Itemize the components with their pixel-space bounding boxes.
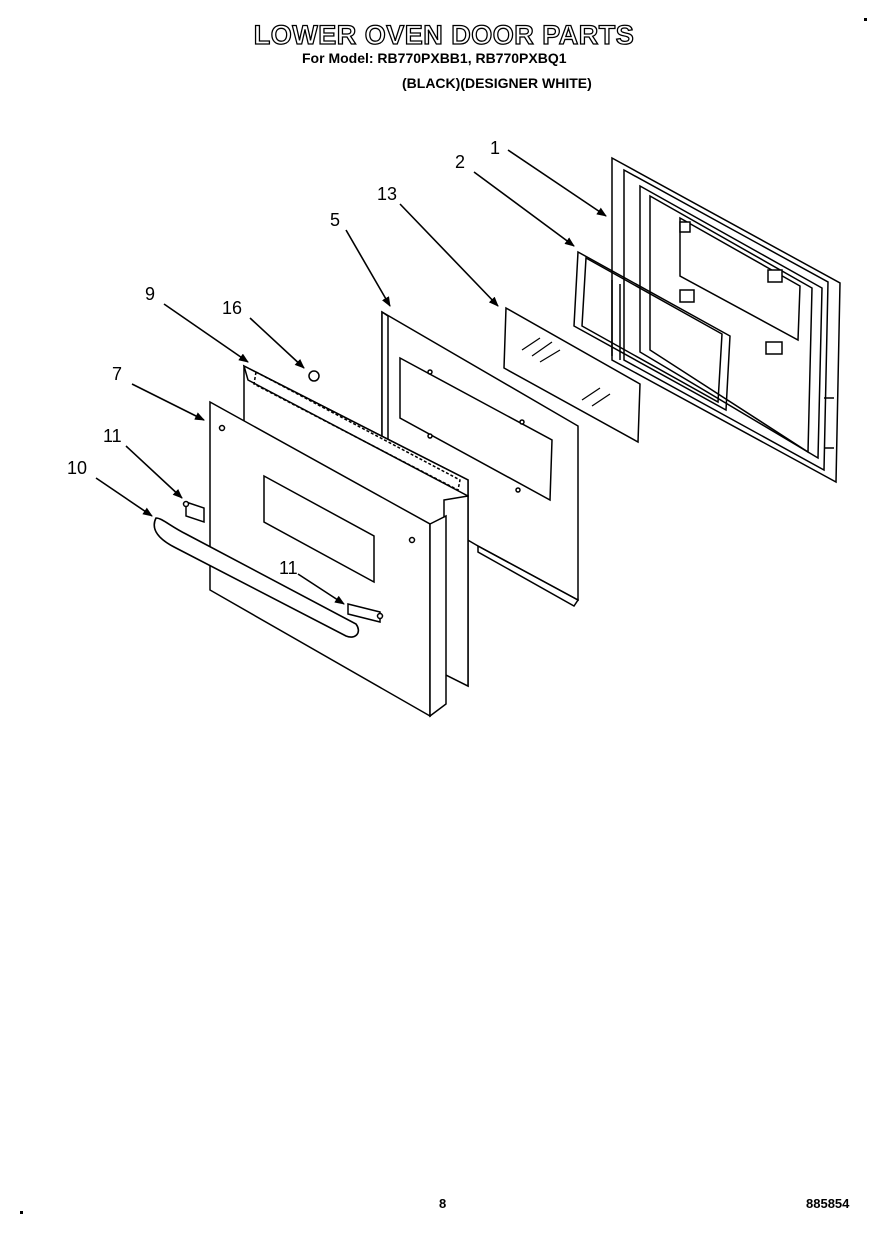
model-colors: (BLACK)(DESIGNER WHITE) [402, 75, 592, 91]
part-11-handle-mounts [182, 500, 384, 623]
page-title: LOWER OVEN DOOR PARTS [253, 19, 635, 50]
callout-1: 1 [490, 138, 500, 158]
corner-mark-bottom-left [20, 1211, 23, 1214]
part-7-outer-door-panel [209, 400, 447, 718]
part-10-door-handle [153, 517, 360, 638]
part-2-door-gasket [573, 250, 731, 412]
callout-16: 16 [222, 298, 242, 318]
callout-11-right: 11 [279, 558, 298, 578]
callout-9: 9 [145, 284, 155, 304]
part-1-inner-door-liner [611, 156, 841, 484]
part-13-glass-panel [503, 306, 641, 444]
callout-2: 2 [455, 152, 465, 172]
leader-lines [95, 149, 607, 605]
corner-mark-top-right [864, 18, 867, 21]
callout-10: 10 [67, 458, 87, 478]
callout-labels: 1 2 13 5 9 16 7 11 10 11 [67, 138, 500, 578]
callout-5: 5 [330, 210, 340, 230]
part-16-screw [308, 370, 320, 382]
document-code: 885854 [806, 1196, 850, 1211]
callout-11-left: 11 [103, 426, 122, 446]
model-numbers: For Model: RB770PXBB1, RB770PXBQ1 [302, 50, 567, 66]
callout-13: 13 [377, 184, 397, 204]
page-number: 8 [439, 1196, 447, 1211]
callout-7: 7 [112, 364, 122, 384]
